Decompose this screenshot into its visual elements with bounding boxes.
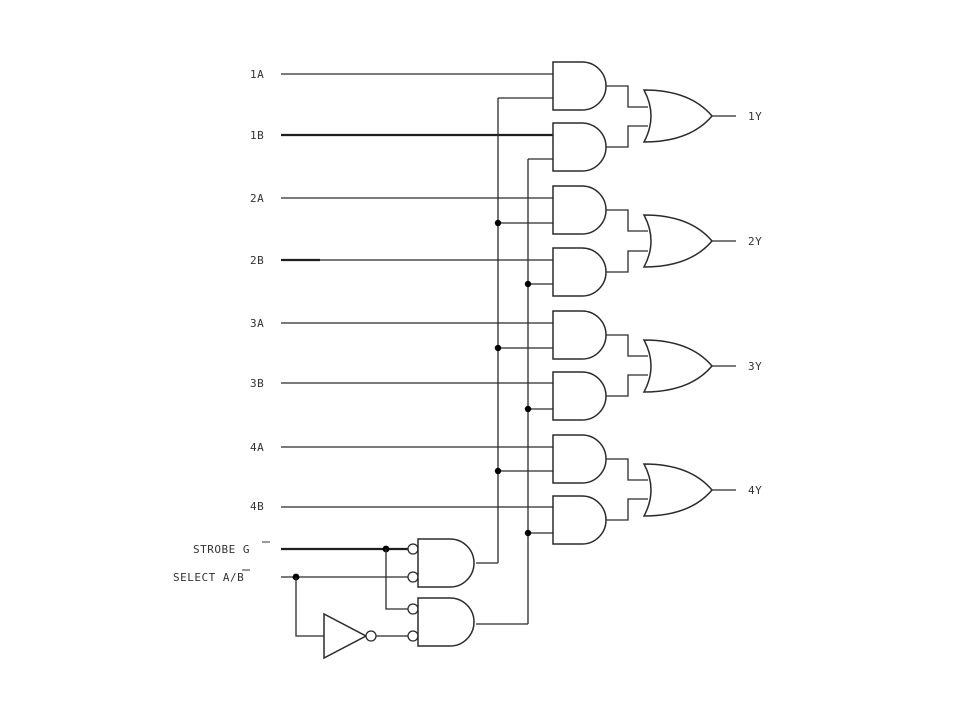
strobe-and-gate-b [417,597,475,647]
inverter-bubble [365,630,377,642]
junction-dot [524,405,532,413]
and-gate [552,247,607,297]
label-4a: 4A [250,441,264,454]
select-a-overbar: A [223,571,230,584]
and-gates [552,61,607,545]
label-3b: 3B [250,377,264,390]
strobe-g-overbar: G [243,543,250,556]
label-3a: 3A [250,317,264,330]
label-select: SELECT A/B [173,571,244,584]
label-1b: 1B [250,129,264,142]
input-bubble [407,543,419,555]
label-3y: 3Y [748,360,762,373]
inverter-gate [323,612,368,660]
strobe-and-gate-a [417,538,475,588]
or-gates [642,89,713,517]
and-gate [552,185,607,235]
strobe-prefix: STROBE [193,543,243,556]
control-labels: STROBE G SELECT A/B [173,541,270,584]
and-gate [552,371,607,421]
and-gate [552,122,607,172]
control-logic [281,538,475,660]
junction-dot [494,344,502,352]
and-gate [552,495,607,545]
label-strobe: STROBE G [193,543,250,556]
or-gate [642,89,713,143]
select-buses [476,97,553,625]
junction-dot [524,529,532,537]
junction-dot [494,219,502,227]
label-1y: 1Y [748,110,762,123]
label-2y: 2Y [748,235,762,248]
or-gate [642,339,713,393]
junction-dot [524,280,532,288]
label-1a: 1A [250,68,264,81]
or-gate [642,214,713,268]
junction-dot [494,467,502,475]
input-bubble [407,603,419,615]
input-wires [281,73,553,508]
and-or-connections [606,85,648,521]
select-suffix: /B [230,571,244,584]
and-gate [552,310,607,360]
label-4b: 4B [250,500,264,513]
input-labels: 1A 1B 2A 2B 3A 3B 4A 4B [250,68,264,513]
input-bubble [407,571,419,583]
select-prefix: SELECT [173,571,223,584]
label-2a: 2A [250,192,264,205]
label-4y: 4Y [748,484,762,497]
input-bubble [407,630,419,642]
or-gate [642,463,713,517]
and-gate [552,61,607,111]
label-2b: 2B [250,254,264,267]
outputs: 1Y 2Y 3Y 4Y [712,110,762,497]
and-gate [552,434,607,484]
